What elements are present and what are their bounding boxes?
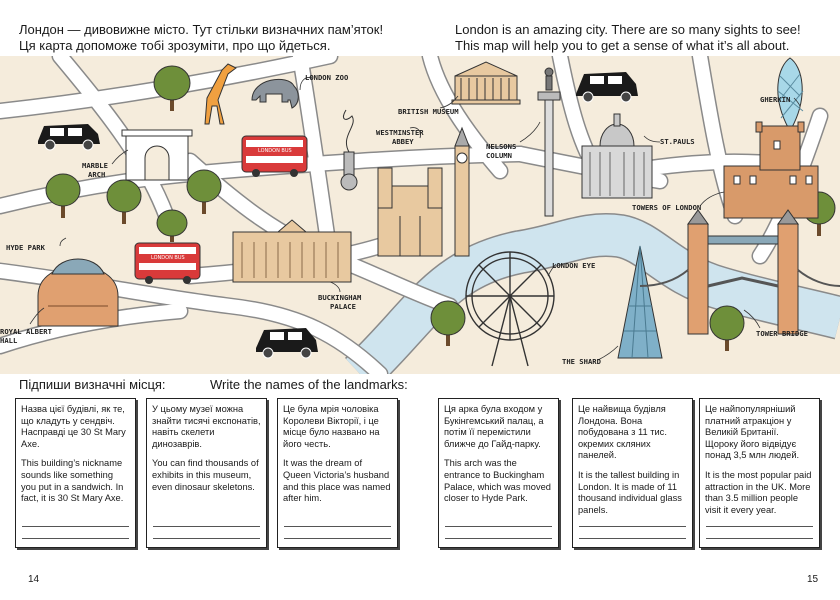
landmark-card-3: Це була мрія чоловіка Королеви Вікторії,… [277, 398, 398, 548]
gherkin-icon [777, 57, 804, 133]
tower-bridge-icon [639, 209, 840, 335]
answer-lines[interactable] [706, 515, 813, 539]
tree-icon [45, 173, 81, 218]
card-text-ua: Це найпопулярніший платний атракціон у В… [705, 404, 800, 461]
london-map: LONDON BUS LONDON BUS [0, 56, 840, 374]
card-text-en: This building’s nickname sounds like som… [21, 458, 124, 504]
answer-lines[interactable] [22, 515, 129, 539]
label-the-shard: THE SHARD [562, 357, 601, 366]
buckingham-palace-icon [232, 219, 352, 283]
taxi-icon [256, 328, 318, 359]
the-shard-icon [617, 245, 663, 359]
label-hyde-park: HYDE PARK [6, 243, 46, 252]
nelsons-column-icon [537, 67, 561, 217]
label-buckingham-palace-1: BUCKINGHAM [318, 293, 362, 302]
label-st-pauls: ST.PAULS [660, 137, 695, 146]
landmark-card-6: Це найпопулярніший платний атракціон у В… [699, 398, 820, 548]
taxi-icon [38, 124, 100, 151]
giraffe-icon [204, 63, 237, 125]
intro-english: London is an amazing city. There are so … [455, 22, 801, 53]
card-text-en: It is the most popular paid attraction i… [705, 469, 812, 515]
st-pauls-icon [581, 113, 653, 199]
landmark-card-5: Це найвища будівля Лондона. Вона побудов… [572, 398, 693, 548]
label-arrows [29, 77, 801, 361]
answer-lines[interactable] [284, 515, 391, 539]
label-nelsons-column-1: NELSONS [486, 142, 516, 151]
label-towers-of-london: TOWERS OF LONDON [632, 203, 701, 212]
taxi-icon [576, 72, 638, 103]
card-text-en: You can find thousands of exhibits in th… [152, 458, 259, 492]
label-westminster-abbey-2: ABBEY [392, 137, 414, 146]
prompt-english: Write the names of the landmarks: [210, 377, 408, 392]
royal-albert-hall-icon [37, 258, 119, 327]
page-number-right: 15 [807, 574, 819, 585]
label-royal-albert-hall-1: ROYAL ALBERT [0, 327, 53, 336]
page-number-left: 14 [28, 574, 40, 585]
card-text-en: It is the tallest building in London. It… [578, 469, 682, 515]
british-museum-icon [451, 61, 521, 105]
answer-lines[interactable] [445, 515, 552, 539]
answer-lines[interactable] [153, 515, 260, 539]
landmark-card-1: Назва цієї будівлі, як те, що кладуть у … [15, 398, 136, 548]
card-text-ua: Це найвища будівля Лондона. Вона побудов… [578, 404, 667, 461]
bus-icon: LONDON BUS [134, 242, 201, 284]
label-london-zoo: LONDON ZOO [305, 73, 348, 82]
tower-of-london-icon [723, 121, 819, 219]
card-text-ua: Це була мрія чоловіка Королеви Вікторії,… [283, 404, 380, 449]
label-marble-arch-1: MARBLE [82, 161, 108, 170]
prompt-ukrainian: Підпиши визначні місця: [19, 377, 166, 392]
bus-label: LONDON BUS [151, 255, 185, 261]
landmark-card-4: Ця арка була входом у Букінгемський пала… [438, 398, 559, 548]
tree-icon [186, 169, 222, 214]
westminster-angel-statue-icon [340, 109, 358, 191]
label-westminster-abbey-1: WESTMINSTER [376, 128, 424, 137]
card-text-ua: Ця арка була входом у Букінгемський пала… [444, 404, 544, 449]
tree-icon [430, 300, 466, 346]
bus-label: LONDON BUS [258, 148, 292, 154]
card-text-ua: У цьому музеї можна знайти тисячі експон… [152, 404, 261, 449]
label-buckingham-palace-2: PALACE [330, 302, 356, 311]
label-london-eye: LONDON EYE [552, 261, 595, 270]
tree-icon [156, 209, 188, 242]
landmark-card-2: У цьому музеї можна знайти тисячі експон… [146, 398, 267, 548]
card-text-ua: Назва цієї будівлі, як те, що кладуть у … [21, 404, 126, 449]
intro-ukrainian: Лондон — дивовижне місто. Тут стільки ви… [19, 22, 384, 53]
tree-icon [153, 65, 191, 111]
answer-lines[interactable] [579, 515, 686, 539]
marble-arch-icon [121, 129, 193, 181]
westminster-abbey-icon [377, 126, 470, 257]
label-gherkin: GHERKIN [760, 95, 790, 104]
label-british-museum: BRITISH MUSEUM [398, 107, 459, 116]
card-text-en: It was the dream of Queen Victoria’s hus… [283, 458, 391, 504]
elephant-icon [251, 78, 299, 109]
tree-icon [709, 305, 745, 351]
london-eye-icon [465, 251, 555, 367]
bus-icon: LONDON BUS [241, 135, 308, 177]
tree-icon [106, 179, 142, 224]
label-royal-albert-hall-2: HALL [0, 336, 18, 345]
label-marble-arch-2: ARCH [88, 170, 105, 179]
river-thames [344, 213, 840, 374]
label-tower-bridge: TOWER BRIDGE [756, 329, 808, 338]
label-nelsons-column-2: COLUMN [486, 151, 512, 160]
card-text-en: This arch was the entrance to Buckingham… [444, 458, 551, 504]
